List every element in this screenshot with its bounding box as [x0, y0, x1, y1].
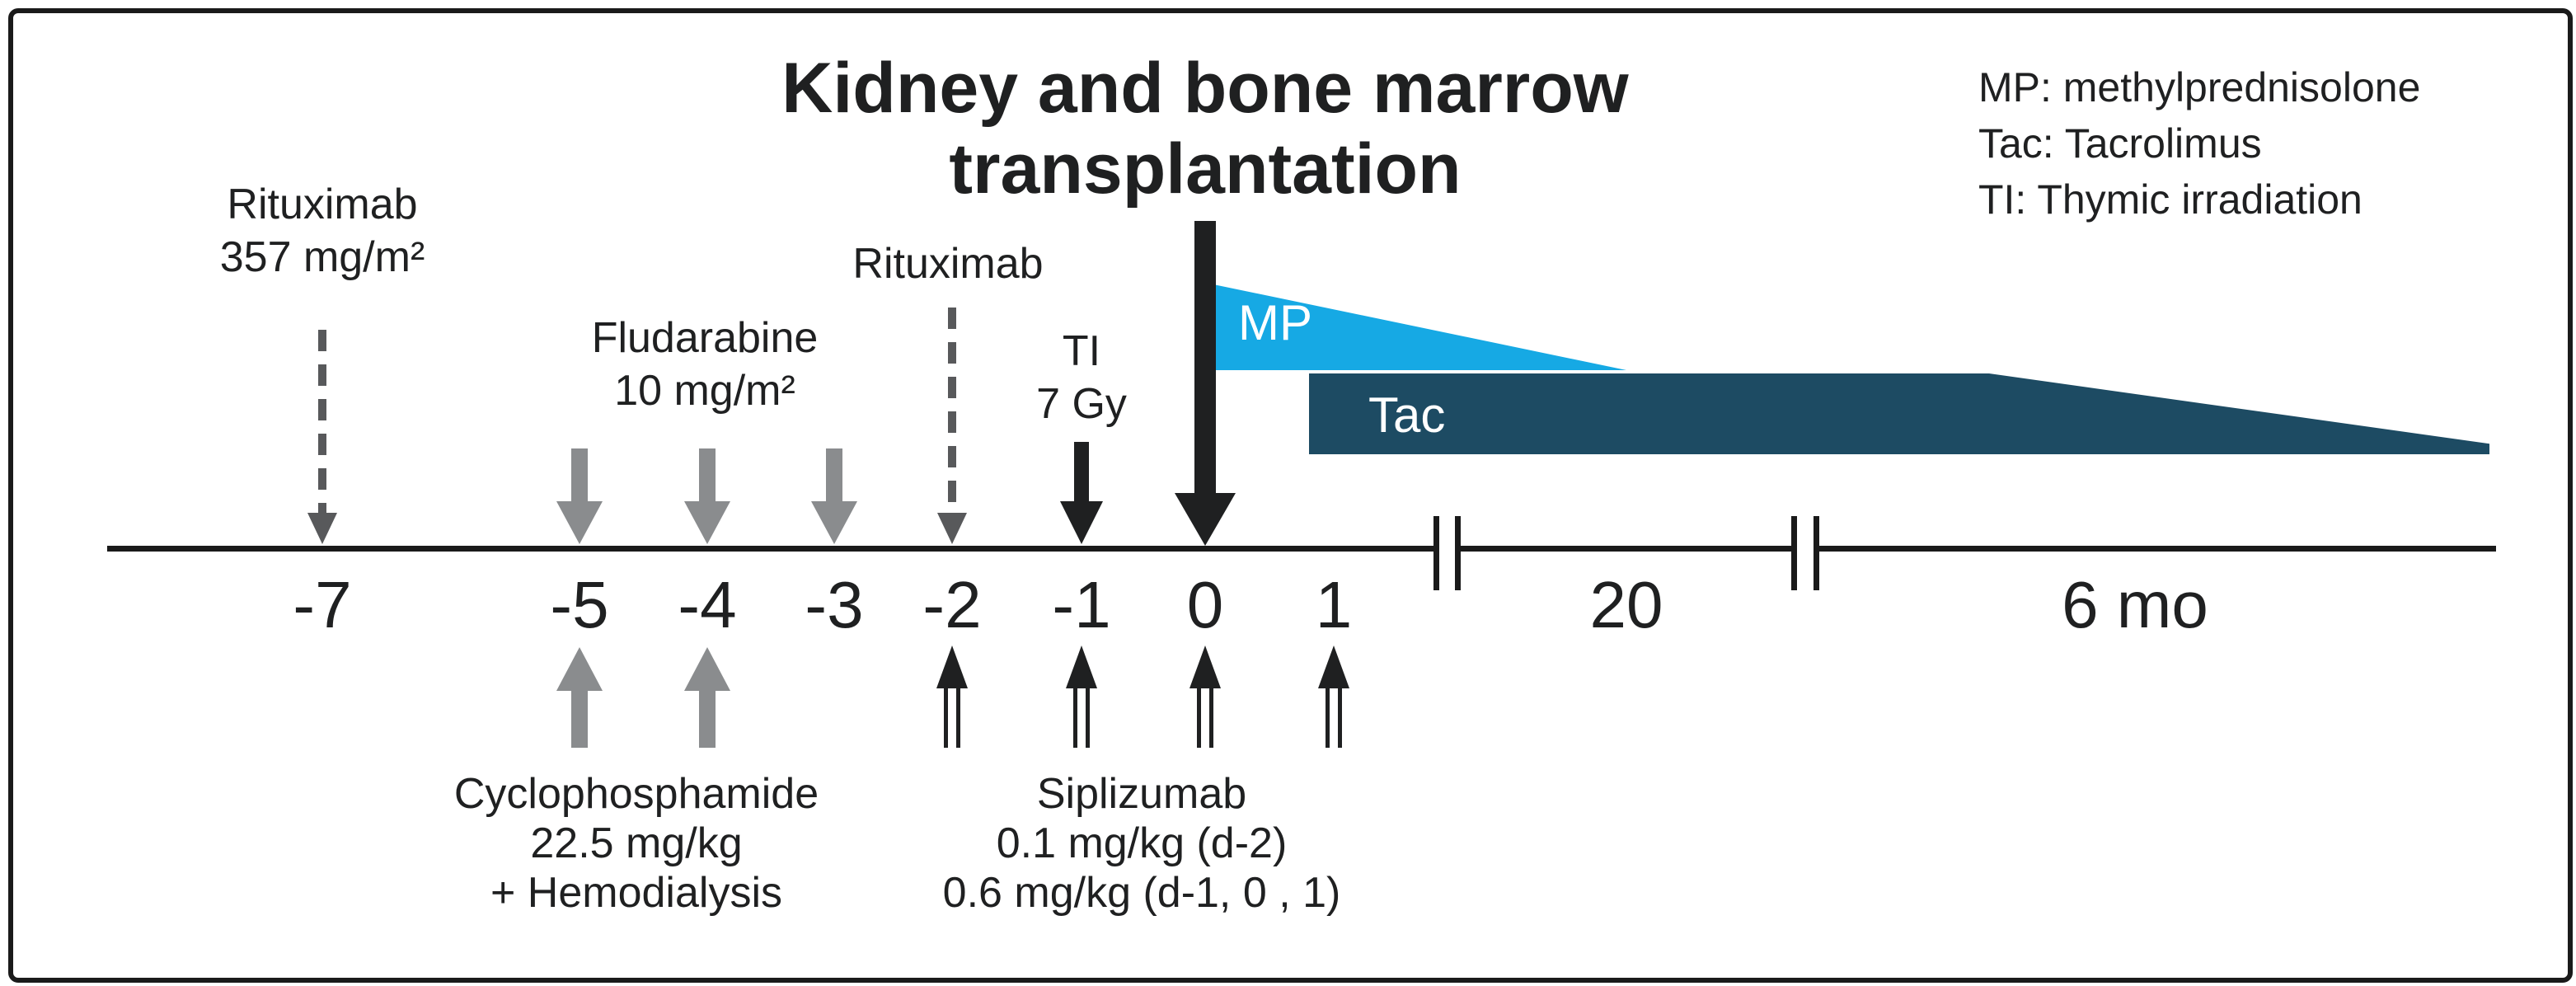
fludarabine-dose: 10 mg/m²: [614, 367, 795, 415]
legend-tac: Tac: Tacrolimus: [1978, 120, 2262, 167]
transplant-arrow-shaft: [1194, 221, 1216, 493]
ti-name: TI: [1062, 327, 1101, 375]
fludarabine-label: Fludarabine 10 mg/m²: [592, 312, 819, 417]
fludarabine-arrow-day-4-shaft: [699, 448, 716, 501]
cyclophosphamide-arrow-day-5-head: [556, 647, 603, 691]
legend-mp: MP: methylprednisolone: [1978, 64, 2421, 110]
siplizumab-dose-1: 0.1 mg/kg (d-2): [996, 819, 1288, 867]
tick-day-1: 1: [1315, 568, 1353, 641]
cyclophosphamide-arrow-day-4-head: [684, 647, 730, 691]
rituximab-day-7-arrow-shaft: [318, 330, 326, 513]
fludarabine-name: Fludarabine: [591, 314, 819, 362]
thymic-irradiation-label: TI 7 Gy: [1036, 325, 1127, 430]
mp-bar-label: MP: [1238, 295, 1312, 350]
rituximab-day-7-dose: 357 mg/m²: [219, 233, 425, 281]
siplizumab-label: Siplizumab 0.1 mg/kg (d-2) 0.6 mg/kg (d-…: [943, 769, 1341, 918]
siplizumab-dose-2: 0.6 mg/kg (d-1, 0 , 1): [942, 869, 1341, 917]
siplizumab-name: Siplizumab: [1036, 770, 1247, 818]
rituximab-day-2-name: Rituximab: [852, 240, 1044, 288]
rituximab-day-2-arrow-shaft: [948, 308, 956, 513]
tick-day-0: 0: [1186, 568, 1224, 641]
axis-break-2-left-mark: [1791, 516, 1797, 590]
cyclophosphamide-hemodialysis: + Hemodialysis: [490, 869, 783, 917]
timeline-axis: [107, 546, 2496, 552]
ti-arrow-shaft: [1074, 442, 1089, 501]
rituximab-day-7-name: Rituximab: [227, 181, 418, 228]
cyclophosphamide-name: Cyclophosphamide: [453, 770, 819, 818]
axis-break-1-left-mark: [1433, 516, 1439, 590]
fludarabine-arrow-day-4-head: [684, 501, 730, 544]
siplizumab-arrow-day-plus-1-shaft: [1326, 688, 1342, 748]
siplizumab-arrow-day-0-head: [1189, 646, 1221, 688]
fludarabine-arrow-day-3-shaft: [826, 448, 842, 501]
axis-break-1-right-mark: [1455, 516, 1461, 590]
figure-title-line1: Kidney and bone marrow: [781, 49, 1629, 128]
cyclophosphamide-arrow-day-4-shaft: [699, 691, 716, 748]
fludarabine-arrow-day-5-head: [556, 501, 603, 544]
tick-day-minus-2: -2: [922, 568, 982, 641]
ti-arrow-head: [1060, 501, 1103, 544]
figure-frame: [8, 8, 2573, 983]
rituximab-day-2-label: Rituximab: [852, 237, 1043, 290]
tac-bar-label: Tac: [1368, 387, 1446, 443]
figure-title-line2: transplantation: [949, 129, 1462, 209]
figure-title: Kidney and bone marrow transplantation: [781, 48, 1628, 209]
siplizumab-arrow-day-0-shaft: [1197, 688, 1213, 748]
ti-dose: 7 Gy: [1036, 380, 1127, 428]
tick-day-minus-4: -4: [678, 568, 737, 641]
siplizumab-arrow-day-plus-1-head: [1318, 646, 1349, 688]
rituximab-day-7-label: Rituximab 357 mg/m²: [220, 178, 425, 284]
rituximab-day-2-arrow-head: [937, 513, 967, 544]
cyclophosphamide-dose: 22.5 mg/kg: [530, 819, 743, 867]
tick-day-20: 20: [1589, 568, 1663, 641]
cyclophosphamide-label: Cyclophosphamide 22.5 mg/kg + Hemodialys…: [454, 769, 819, 918]
axis-break-2-right-mark: [1814, 516, 1819, 590]
siplizumab-arrow-day-1-shaft: [1073, 688, 1090, 748]
siplizumab-arrow-day-2-head: [936, 646, 968, 688]
axis-break-2-gap: [1797, 541, 1816, 557]
cyclophosphamide-arrow-day-5-shaft: [571, 691, 588, 748]
tick-day-minus-5: -5: [550, 568, 609, 641]
tick-6-months: 6 mo: [2062, 568, 2208, 641]
siplizumab-arrow-day-1-head: [1066, 646, 1097, 688]
tick-day-minus-7: -7: [293, 568, 352, 641]
tick-day-minus-3: -3: [805, 568, 864, 641]
fludarabine-arrow-day-3-head: [811, 501, 857, 544]
axis-break-1-gap: [1439, 541, 1457, 557]
abbreviation-legend: MP: methylprednisolone Tac: Tacrolimus T…: [1978, 59, 2420, 228]
siplizumab-arrow-day-2-shaft: [944, 688, 960, 748]
fludarabine-arrow-day-5-shaft: [571, 448, 588, 501]
transplant-arrow-head: [1175, 493, 1236, 546]
tick-day-minus-1: -1: [1052, 568, 1111, 641]
legend-ti: TI: Thymic irradiation: [1978, 176, 2363, 223]
rituximab-day-7-arrow-head: [307, 513, 337, 544]
